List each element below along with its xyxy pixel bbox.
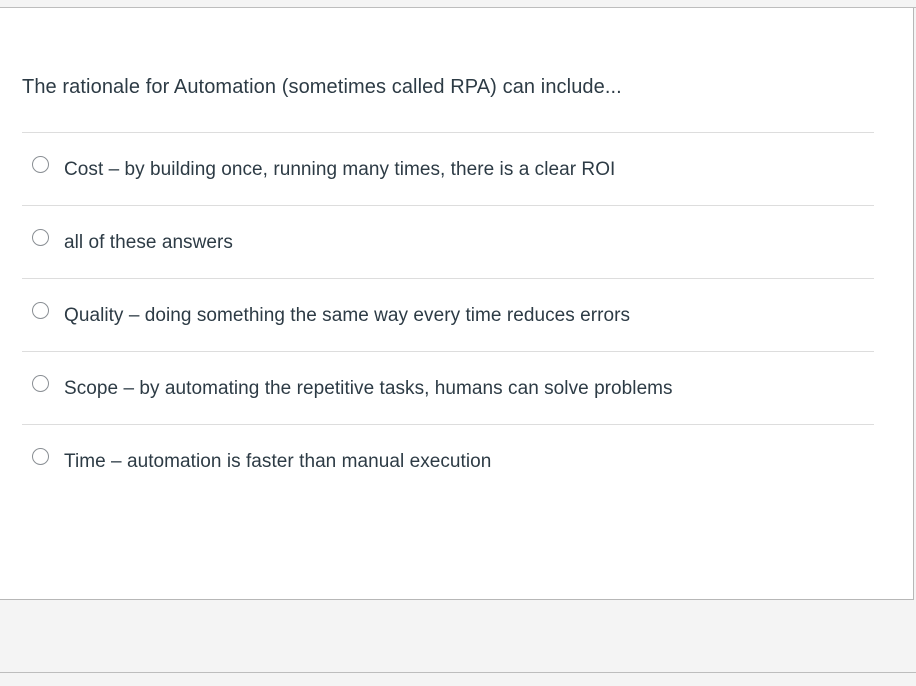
radio-button-icon[interactable]: [32, 448, 49, 465]
radio-button-icon[interactable]: [32, 229, 49, 246]
answer-label: Time – automation is faster than manual …: [64, 451, 492, 472]
answer-option-b[interactable]: all of these answers: [22, 205, 874, 278]
answer-label: Scope – by automating the repetitive tas…: [64, 378, 673, 399]
radio-button-icon[interactable]: [32, 156, 49, 173]
answer-label: all of these answers: [64, 232, 233, 253]
bottom-divider: [0, 672, 916, 673]
question-prompt: The rationale for Automation (sometimes …: [22, 76, 622, 98]
answer-label: Quality – doing something the same way e…: [64, 305, 631, 326]
radio-button-icon[interactable]: [32, 375, 49, 392]
answer-label: Cost – by building once, running many ti…: [64, 159, 616, 180]
radio-button-icon[interactable]: [32, 302, 49, 319]
question-card: The rationale for Automation (sometimes …: [0, 8, 914, 600]
top-divider: [0, 7, 916, 8]
answer-list: Cost – by building once, running many ti…: [22, 132, 874, 497]
bottom-fill: [0, 673, 916, 686]
answer-option-c[interactable]: Quality – doing something the same way e…: [22, 278, 874, 351]
answer-option-a[interactable]: Cost – by building once, running many ti…: [22, 132, 874, 205]
question-body: The rationale for Automation (sometimes …: [22, 8, 874, 497]
top-strip: [0, 0, 916, 7]
answer-option-d[interactable]: Scope – by automating the repetitive tas…: [22, 351, 874, 424]
answer-option-e[interactable]: Time – automation is faster than manual …: [22, 424, 874, 497]
